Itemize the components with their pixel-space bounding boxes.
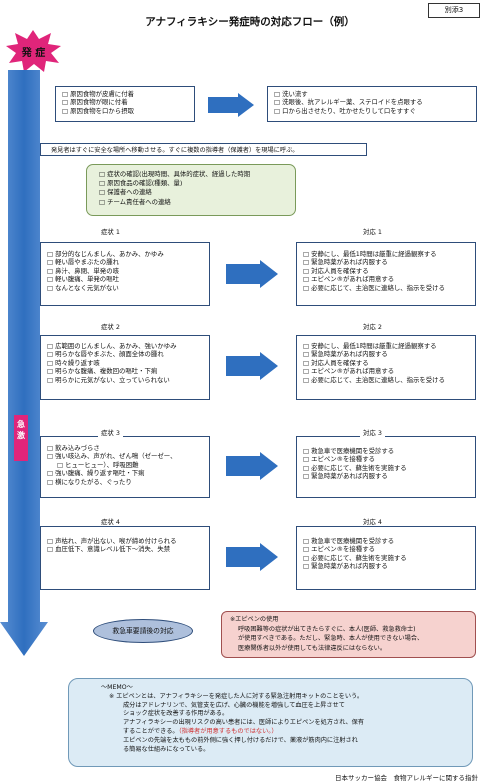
list-item: 軽い唇やまぶたの腫れ xyxy=(47,258,203,266)
list-item: 飲み込みづらさ xyxy=(47,444,203,452)
list-item: 緊急時薬があれば内服する xyxy=(303,472,469,480)
list-item: 緊急時薬があれば内服する xyxy=(303,350,469,358)
symptom-box-2: 広範囲のじんましん、あかみ、強いかゆみ 明らかな唇やまぶた、顔面全体の腫れ 時々… xyxy=(40,335,210,400)
memo-emphasis: （指導者が用意するものではない。） xyxy=(178,727,278,735)
list-item: 緊急時薬があれば内服する xyxy=(303,258,469,266)
action-box-1: 安静にし、最低1時間は厳重に経過観察する 緊急時薬があれば内服する 対応人員を確… xyxy=(296,242,476,306)
list-item: 時々繰り返す咳 xyxy=(47,359,203,367)
list-item: 広範囲のじんましん、あかみ、強いかゆみ xyxy=(47,342,203,350)
action-title-4: 対応 4 xyxy=(360,517,385,526)
list-item: 声枯れ、声が出ない、喉が締め付けられる xyxy=(47,537,203,545)
list-item: エピペン®を接種する xyxy=(303,545,469,553)
memo-line: アナフィラキシーの出現リスクの高い患者には、医師によりエピペンを処方され、保有 xyxy=(123,719,365,727)
right-arrow-icon xyxy=(208,93,254,117)
list-item: 対応人員を確保する xyxy=(303,267,469,275)
list-item: 原因食物を口から摂取 xyxy=(62,107,188,115)
right-arrow-icon xyxy=(226,260,278,288)
symptom-box-1: 部分的なじんましん、あかみ、かゆみ 軽い唇やまぶたの腫れ 鼻汁、鼻閉、単発の咳 … xyxy=(40,242,210,306)
symptom-title-1: 症状 1 xyxy=(98,227,123,236)
list-item: 必要に応じて、主治医に連絡し、指示を受ける xyxy=(303,284,469,292)
list-item: 救急車で医療機関を受診する xyxy=(303,537,469,545)
list-item: 安静にし、最低1時間は厳重に経過観察する xyxy=(303,250,469,258)
list-item: 明らかな唇やまぶた、顔面全体の腫れ xyxy=(47,350,203,358)
page-title: アナフィラキシー発症時の対応フロー（例） xyxy=(145,16,355,28)
symptom-title-4: 症状 4 xyxy=(98,517,123,526)
confirmation-checklist: 症状の確認(出現時間、具体的症状、経過した時期 原因食品の確認(種類、量) 保護… xyxy=(86,164,296,216)
memo-line: ショック症状を改善する作用がある。 xyxy=(123,710,229,718)
list-item: 強い咳込み、声がれ、ぜん鳴（ゼーゼー、 xyxy=(47,452,203,460)
memo-box: ～MEMO～ ※ エピペンとは、アナフィラキシーを発症した人に対する緊急注射用キ… xyxy=(68,678,473,767)
list-item: 鼻汁、鼻閉、単発の咳 xyxy=(47,267,203,275)
list-item: 安静にし、最低1時間は厳重に経過観察する xyxy=(303,342,469,350)
first-responder-notice: 発見者はすぐに安全な場所へ移動させる。すぐに複数の指導者（保護者）を現場に呼ぶ。 xyxy=(40,143,367,156)
list-item: 明らかな腹痛、複数回の嘔吐・下痢 xyxy=(47,367,203,375)
symptom-box-4: 声枯れ、声が出ない、喉が締め付けられる 血圧低下、意識レベル低下～消失、失禁 xyxy=(40,526,210,590)
memo-text: することができる。 xyxy=(123,727,179,735)
symptom-title-2: 症状 2 xyxy=(98,322,123,331)
memo-heading: ～MEMO～ xyxy=(101,684,133,691)
list-item: 強い腹痛、繰り返す嘔吐・下痢 xyxy=(47,469,203,477)
memo-line: ※ エピペンとは、アナフィラキシーを発症した人に対する緊急注射用キットのことをい… xyxy=(109,692,364,700)
list-item: 症状の確認(出現時間、具体的症状、経過した時期 xyxy=(99,170,283,179)
list-item: 保護者への連絡 xyxy=(99,188,283,197)
list-item: なんとなく元気がない xyxy=(47,284,203,292)
onset-label: 発 症 xyxy=(21,48,46,59)
list-item: エピペン®があれば用意する xyxy=(303,367,469,375)
memo-line: 成分はアドレナリンで、気管支を広げ、心臓の機能を増強して血圧を上昇させて xyxy=(123,701,345,709)
list-item: 必要に応じて、主治医に連絡し、指示を受ける xyxy=(303,376,469,384)
action-box-4: 救急車で医療機関を受診する エピペン®を接種する 必要に応じて、蘇生術を実施する… xyxy=(296,526,476,590)
epipen-note-line: 呼吸困難等の症状が出てきたらすぐに、本人(医師、救急救命士) xyxy=(238,625,416,633)
action-title-2: 対応 2 xyxy=(360,322,385,331)
list-item: 軽い腹痛、単発の嘔吐 xyxy=(47,275,203,283)
list-item: 口から出させたり、吐かせたりして口をすすぐ xyxy=(274,107,470,115)
attachment-tag: 別添3 xyxy=(428,3,480,18)
action-box-2: 安静にし、最低1時間は厳重に経過観察する 緊急時薬があれば内服する 対応人員を確… xyxy=(296,335,476,400)
list-item: 部分的なじんましん、あかみ、かゆみ xyxy=(47,250,203,258)
action-title-1: 対応 1 xyxy=(360,227,385,236)
epipen-note-line: が使用すべきである。ただし、緊急時、本人が使用できない場合、 xyxy=(238,635,424,642)
list-item: 原因食物が眼に付着 xyxy=(62,98,188,106)
list-item: 血圧低下、意識レベル低下～消失、失禁 xyxy=(47,545,203,553)
list-item: 必要に応じて、蘇生術を実施する xyxy=(303,464,469,472)
list-item: 救急車で医療機関を受診する xyxy=(303,447,469,455)
list-item: チーム責任者への連絡 xyxy=(99,198,283,207)
action-box-3: 救急車で医療機関を受診する エピペン®を接種する 必要に応じて、蘇生術を実施する… xyxy=(296,436,476,498)
onset-star-icon xyxy=(6,30,61,72)
list-item: 対応人員を確保する xyxy=(303,359,469,367)
list-item: 横になりたがる、ぐったり xyxy=(47,478,203,486)
timeline-arrow xyxy=(0,70,48,656)
list-item: 明らかに元気がない、立っていられない xyxy=(47,376,203,384)
epipen-note-line: 医療関係者以外が使用しても法律違反にはならない。 xyxy=(238,644,387,652)
right-arrow-icon xyxy=(226,352,278,380)
right-arrow-icon xyxy=(226,452,278,480)
right-arrow-icon xyxy=(226,543,278,571)
list-item: エピペン®を接種する xyxy=(303,455,469,463)
emergency-label: 急激 xyxy=(14,415,28,461)
footer-source: 日本サッカー協会 食物アレルギーに関する指針 xyxy=(335,774,478,782)
list-item: 原因食物が皮膚に付着 xyxy=(62,90,188,98)
list-item: エピペン®があれば用意する xyxy=(303,275,469,283)
epipen-usage-note: ※エピペンの使用 呼吸困難等の症状が出てきたらすぐに、本人(医師、救急救命士) … xyxy=(221,611,476,658)
symptom-box-3: 飲み込みづらさ 強い咳込み、声がれ、ぜん鳴（ゼーゼー、 ヒューヒュー）、呼吸困難… xyxy=(40,436,210,498)
memo-line: エピペンの先端を太ももの前外側に強く押し付けるだけで、薬液が筋肉内に注射され xyxy=(123,736,358,744)
onset-exposure-box: 原因食物が皮膚に付着 原因食物が眼に付着 原因食物を口から摂取 xyxy=(55,86,195,122)
symptom-title-3: 症状 3 xyxy=(98,428,123,437)
epipen-note-heading: ※エピペンの使用 xyxy=(230,616,279,623)
list-item: 洗い流す xyxy=(274,90,470,98)
memo-line: る簡易な仕組みになっている。 xyxy=(123,745,210,753)
action-title-3: 対応 3 xyxy=(360,428,385,437)
onset-action-box: 洗い流す 洗眼後、抗アレルギー薬、ステロイドを点眼する 口から出させたり、吐かせ… xyxy=(267,86,477,122)
list-item: 洗眼後、抗アレルギー薬、ステロイドを点眼する xyxy=(274,98,470,106)
after-ambulance-oval: 救急車要請後の対応 xyxy=(93,619,193,643)
list-item: ヒューヒュー）、呼吸困難 xyxy=(47,461,203,469)
list-item: 必要に応じて、蘇生術を実施する xyxy=(303,554,469,562)
memo-line: することができる。（指導者が用意するものではない。） xyxy=(79,728,462,737)
list-item: 原因食品の確認(種類、量) xyxy=(99,179,283,188)
list-item: 緊急時薬があれば内服する xyxy=(303,562,469,570)
